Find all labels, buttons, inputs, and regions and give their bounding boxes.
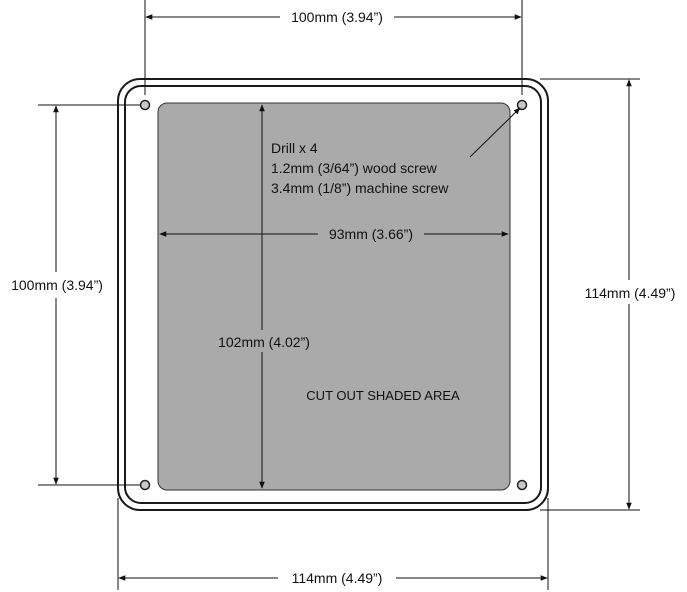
cutout-height-label: 102mm (4.02”) (218, 334, 310, 350)
mounting-hole-bottom-left (139, 479, 151, 491)
bottom-width-label: 114mm (4.49”) (292, 570, 383, 586)
cutout-instruction-label: CUT OUT SHADED AREA (306, 388, 460, 403)
mounting-hole-bottom-right (516, 479, 528, 491)
cutout-width-label: 93mm (3.66”) (329, 226, 413, 242)
right-height-label: 114mm (4.49”) (585, 285, 676, 301)
plate-inner-outline (124, 85, 542, 504)
drill-note-line-1: Drill x 4 (271, 140, 318, 156)
drill-note-line-3: 3.4mm (1/8”) machine screw (271, 180, 449, 196)
drill-note-leader-line (469, 107, 521, 158)
cutout-shaded-area (157, 102, 511, 491)
mounting-hole-top-right (516, 99, 528, 111)
plate-outer-outline (117, 78, 549, 511)
drill-note-line-2: 1.2mm (3/64”) wood screw (271, 160, 438, 176)
top-width-label: 100mm (3.94”) (291, 9, 383, 25)
left-height-label: 100mm (3.94”) (11, 277, 103, 293)
mounting-hole-top-left (139, 99, 151, 111)
